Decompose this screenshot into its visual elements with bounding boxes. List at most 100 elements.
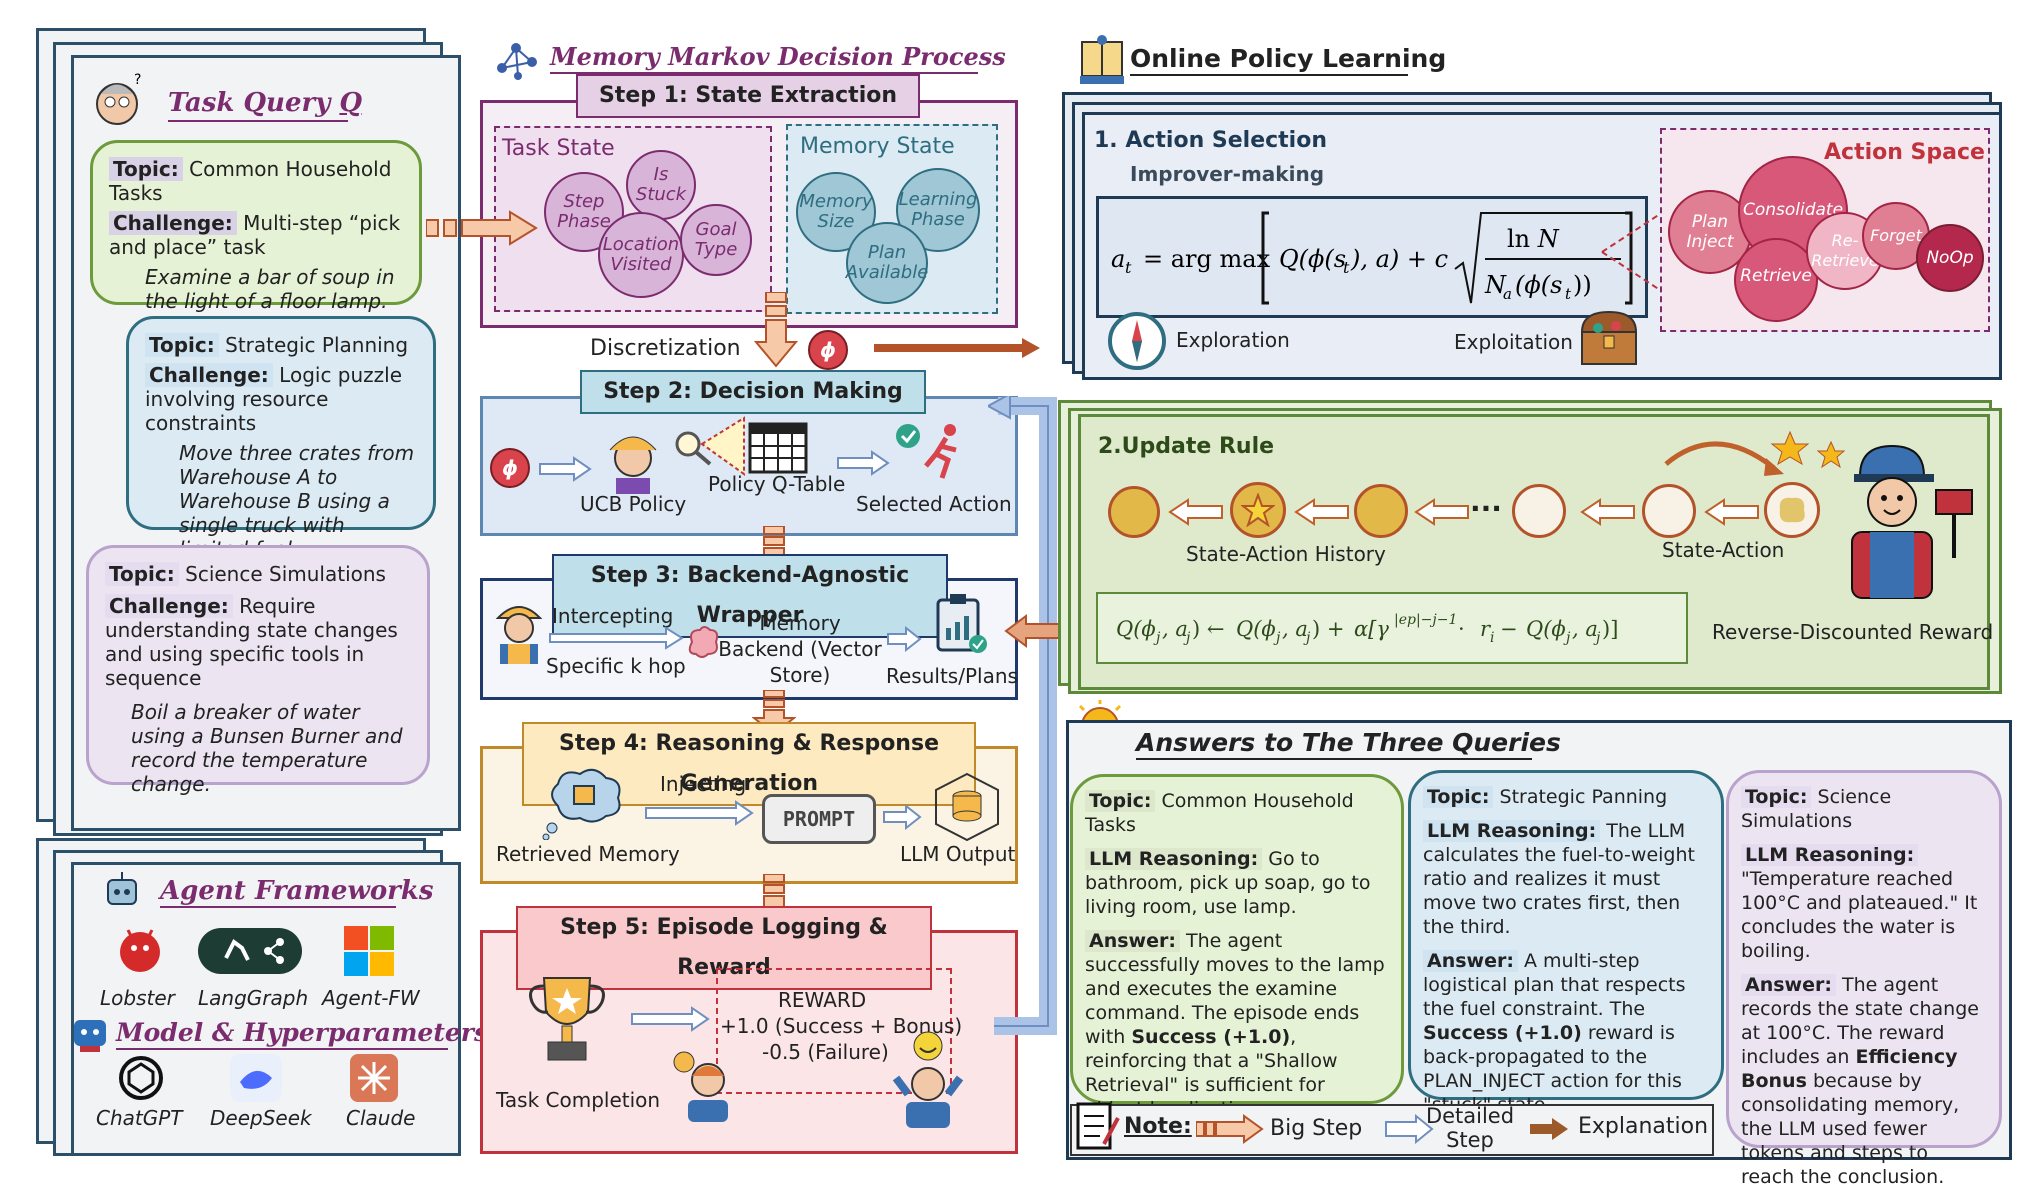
history-node-3 (1354, 484, 1408, 538)
painter-worker-icon (1826, 440, 1976, 600)
step1-title: Step 1: State Extraction (576, 74, 920, 118)
challenge-label: Challenge: (105, 594, 233, 618)
svg-text:), a) + c: ), a) + c (1350, 245, 1448, 273)
llm-output-label: LLM Output (900, 842, 1016, 866)
ucb-label: UCB Policy (580, 492, 687, 516)
online-policy-underline (1130, 74, 1408, 76)
models-title: Model & Hyperparameters (116, 1018, 489, 1047)
robot-icon (100, 868, 144, 912)
formula-to-action-space-link (1600, 212, 1662, 292)
improver-making-label: Improver-making (1130, 162, 1325, 186)
thought-cloud-icon (542, 764, 626, 840)
topic-card-household: Topic: Common Household Tasks Challenge:… (90, 140, 422, 313)
legend-detailed-step-label: Detailed Step (1425, 1104, 1515, 1152)
answer-topic-label: Topic: (1741, 786, 1812, 808)
svg-text:t: t (1125, 258, 1132, 277)
svg-text:j: j (1183, 630, 1191, 646)
reverse-discounted-label: Reverse-Discounted Reward (1712, 620, 1994, 644)
frameworks-underline (160, 906, 396, 908)
topic-label: Topic: (105, 562, 179, 586)
arrow-phi-to-action-selection (874, 336, 1042, 360)
challenge-text: Logic puzzle involving resource constrai… (145, 363, 403, 435)
topic-label: Topic: (145, 333, 219, 357)
note-pad-icon (1074, 1096, 1120, 1152)
history-arrow-5 (1704, 498, 1760, 526)
task-state-label: Task State (502, 136, 615, 161)
reasoning-label: LLM Reasoning: (1085, 848, 1263, 870)
arrow-update-to-wrapper (1004, 614, 1066, 648)
step2-title: Step 2: Decision Making (580, 370, 926, 414)
brain-icon (684, 624, 722, 660)
langgraph-label: LangGraph (198, 986, 309, 1010)
exploitation-label: Exploitation (1454, 330, 1573, 354)
selected-action-label: Selected Action (856, 492, 1012, 516)
answer-topic: Common Household Tasks (1085, 790, 1354, 836)
answer-text-bold: Success (+1.0) (1131, 1026, 1291, 1048)
task-query-underline (168, 120, 348, 122)
legend-explanation-label: Explanation (1578, 1114, 1709, 1139)
prompt-box: PROMPT (762, 794, 876, 844)
history-arrow-2 (1294, 498, 1350, 526)
svg-text:a: a (1503, 285, 1512, 303)
claude-label: Claude (346, 1106, 416, 1130)
state-circle-location-visited: Location Visited (598, 212, 684, 298)
reasoning-label: LLM Reasoning: (1741, 844, 1919, 866)
task-query-symbol: Q (339, 88, 363, 118)
answers-title: Answers to The Three Queries (1136, 728, 1561, 757)
topic-card-strategic: Topic: Strategic Planning Challenge: Log… (126, 316, 436, 561)
answer-text-bold: Success (+1.0) (1423, 1022, 1582, 1044)
task-example: Boil a breaker of water using a Bunsen B… (131, 700, 403, 796)
action-retrieve: Retrieve (1734, 238, 1818, 322)
answer-column-strategic: Topic: Strategic Panning LLM Reasoning: … (1408, 770, 1724, 1116)
challenge-label: Challenge: (145, 363, 273, 387)
reasoning-label: LLM Reasoning: (1423, 820, 1601, 842)
svg-text:Q(ϕ(s: Q(ϕ(s (1279, 245, 1346, 273)
svg-text:j: j (1593, 630, 1601, 646)
answer-label: Answer: (1085, 930, 1180, 952)
action-space-title: Action Space (1824, 140, 1985, 165)
agent-fw-label: Agent-FW (322, 986, 420, 1010)
svg-text:a: a (1111, 245, 1125, 273)
history-ellipsis: ··· (1470, 492, 1502, 525)
action-selection-title: 1. Action Selection (1094, 128, 1327, 153)
chatgpt-label: ChatGPT (96, 1106, 183, 1130)
stressed-person-icon (670, 1048, 740, 1124)
answer-text-pre: The agent records the state change at 10… (1741, 974, 1979, 1068)
step4-title: Step 4: Reasoning & Response Generation (522, 722, 976, 806)
state-circle-goal-type: Goal Type (680, 204, 752, 276)
reward-title: REWARD (778, 988, 867, 1012)
models-underline (116, 1048, 448, 1050)
topic-label: Topic: (109, 157, 183, 181)
prompt-text: PROMPT (782, 807, 856, 831)
qtable-label: Policy Q-Table (708, 472, 846, 496)
reward-negative: -0.5 (Failure) (762, 1040, 889, 1064)
challenge-text: Multi-step “pick and place” task (109, 211, 401, 259)
reasoning-text: "Temperature reached 100°C and plateaued… (1741, 868, 1978, 962)
mdp-title: Memory Markov Decision Process (550, 42, 1006, 71)
svg-text:Q(ϕ: Q(ϕ (1526, 617, 1566, 641)
trophy-icon (522, 972, 612, 1068)
history-arrow-3 (1414, 498, 1470, 526)
q-table-icon (748, 418, 808, 474)
legend-big-step-label: Big Step (1270, 1116, 1363, 1141)
phi-badge-step2: ϕ (490, 448, 530, 488)
task-example: Examine a bar of soup in the light of a … (145, 265, 395, 313)
retrieved-memory-label: Retrieved Memory (496, 842, 680, 866)
deepseek-label: DeepSeek (210, 1106, 312, 1130)
hollow-arrow-inject (644, 800, 754, 826)
hollow-arrow-backend-results (886, 625, 922, 653)
svg-text:= arg max: = arg max (1143, 245, 1271, 273)
memory-backend-label: Memory Backend (Vector Store) (718, 611, 882, 687)
frameworks-panel (71, 862, 461, 1156)
legend-big-step-arrow (1195, 1114, 1264, 1144)
history-arrow-1 (1168, 498, 1224, 526)
svg-text:r: r (1480, 617, 1492, 641)
small-star-icon (1816, 440, 1846, 470)
answer-topic: Strategic Panning (1499, 786, 1668, 808)
intercepting-label: Intercepting (552, 604, 674, 628)
database-network-icon (932, 772, 1002, 842)
answer-text-bold: Efficiency Bonus (1741, 1046, 1958, 1092)
history-node-star (1230, 482, 1286, 538)
answer-topic-label: Topic: (1085, 790, 1156, 812)
